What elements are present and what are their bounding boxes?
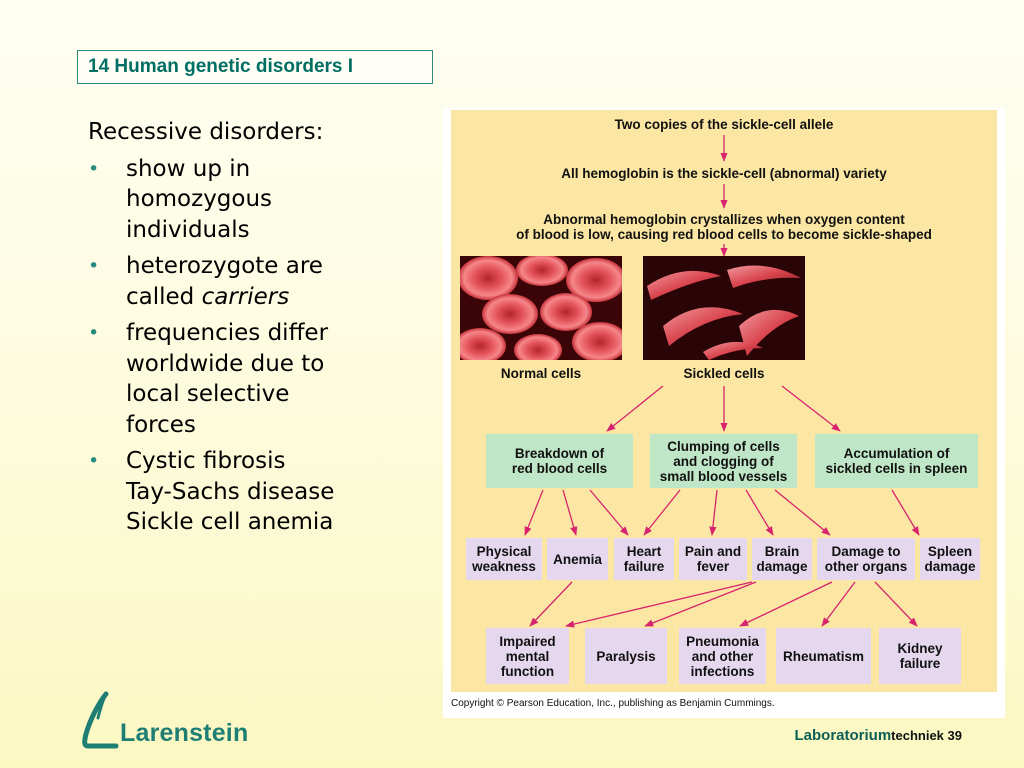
step-sickle-allele: Two copies of the sickle-cell allele [614, 117, 834, 132]
bullet-line: heterozygote are [126, 253, 323, 279]
bullet-line: called carriers [126, 282, 378, 313]
box-line: mental [505, 648, 550, 664]
bullet-item: • heterozygote are called carriers [88, 251, 378, 312]
box-line: red blood cells [511, 461, 608, 476]
bullet-icon: • [88, 450, 100, 472]
box-line: failure [899, 656, 941, 671]
box-line: Heart [626, 544, 662, 559]
slide-title: 14 Human genetic disorders I [77, 50, 433, 84]
box-line: sickled cells in spleen [825, 461, 968, 476]
box-line: Damage to [831, 544, 901, 559]
box-line: other organs [824, 559, 908, 574]
box-line: Physical [476, 544, 532, 559]
box-line: Brain [764, 544, 800, 559]
box-line: Breakdown of [514, 446, 605, 461]
step-crystallizes-line: of blood is low, causing red blood cells… [516, 227, 932, 242]
box-line: and clogging of [673, 453, 774, 469]
box-line: Clumping of cells [667, 438, 780, 454]
bullet-text: called [126, 283, 202, 310]
box-line: Paralysis [596, 648, 656, 664]
box-line: Spleen [927, 544, 973, 559]
box-line: infections [690, 663, 755, 679]
footer-laboratorium: Laboratorium [794, 727, 892, 744]
step-crystallizes: Abnormal hemoglobin crystallizes when ox… [451, 212, 997, 242]
bullet-item: • show up in homozygous individuals [88, 154, 378, 246]
bullet-icon: • [88, 157, 100, 180]
bullet-line: individuals [126, 216, 250, 243]
bullet-line: forces [126, 411, 196, 438]
sickled-cells-photo [643, 256, 805, 360]
outcome-rheumatism: Rheumatism [776, 628, 871, 684]
larenstein-logo-text: Larenstein [120, 719, 249, 747]
box-line: Rheumatism [782, 648, 865, 664]
bullet-line: homozygous [126, 186, 273, 212]
normal-cells-photo [460, 256, 622, 360]
box-line: damage [924, 559, 976, 574]
bullet-icon: • [88, 255, 100, 277]
box-line: function [500, 663, 555, 679]
box-line: Anemia [553, 551, 602, 567]
footer-page: techniek 39 [891, 728, 962, 743]
bullet-line: Tay-Sachs disease [126, 478, 335, 505]
box-line: weakness [472, 559, 536, 574]
bullet-line: frequencies differ [126, 320, 329, 346]
box-line: Accumulation of [843, 446, 950, 461]
box-line: and other [691, 648, 754, 664]
outcome-paralysis: Paralysis [585, 628, 667, 684]
copyright-notice: Copyright © Pearson Education, Inc., pub… [451, 698, 775, 709]
bullet-line: local selective [126, 381, 290, 407]
box-line: small blood vessels [659, 468, 788, 484]
box-line: Kidney [897, 641, 943, 656]
box-line: Impaired [499, 633, 556, 649]
step-crystallizes-line: Abnormal hemoglobin crystallizes when ox… [543, 212, 905, 227]
box-line: damage [756, 559, 808, 574]
larenstein-logo-icon [82, 691, 119, 749]
effect-anemia: Anemia [547, 538, 608, 580]
box-line: Pneumonia [686, 633, 759, 649]
carriers-term: carriers [201, 283, 290, 310]
bullet-line: worldwide due to [126, 350, 325, 377]
bullets-heading: Recessive disorders: [88, 119, 324, 145]
sickled-cells-label: Sickled cells [683, 366, 765, 381]
step-hemoglobin-variety: All hemoglobin is the sickle-cell (abnor… [561, 166, 887, 181]
bullet-line: Cystic fibrosis [126, 448, 286, 474]
bullet-item: • Cystic fibrosis Tay-Sachs disease Sick… [88, 446, 378, 538]
sickle-cell-diagram [451, 110, 997, 692]
bullet-list: Recessive disorders: • show up in homozy… [88, 117, 378, 544]
bullet-icon: • [88, 322, 100, 344]
box-line: failure [623, 559, 665, 574]
box-line: Pain and [684, 544, 742, 559]
normal-cells-label: Normal cells [500, 366, 582, 381]
bullet-line: show up in [126, 155, 251, 182]
box-line: fever [696, 559, 730, 574]
bullet-item: • frequencies differ worldwide due to lo… [88, 318, 378, 440]
bullet-line: Sickle cell anemia [126, 509, 334, 535]
footer-label: Laboratoriumtechniek 39 [794, 727, 962, 744]
